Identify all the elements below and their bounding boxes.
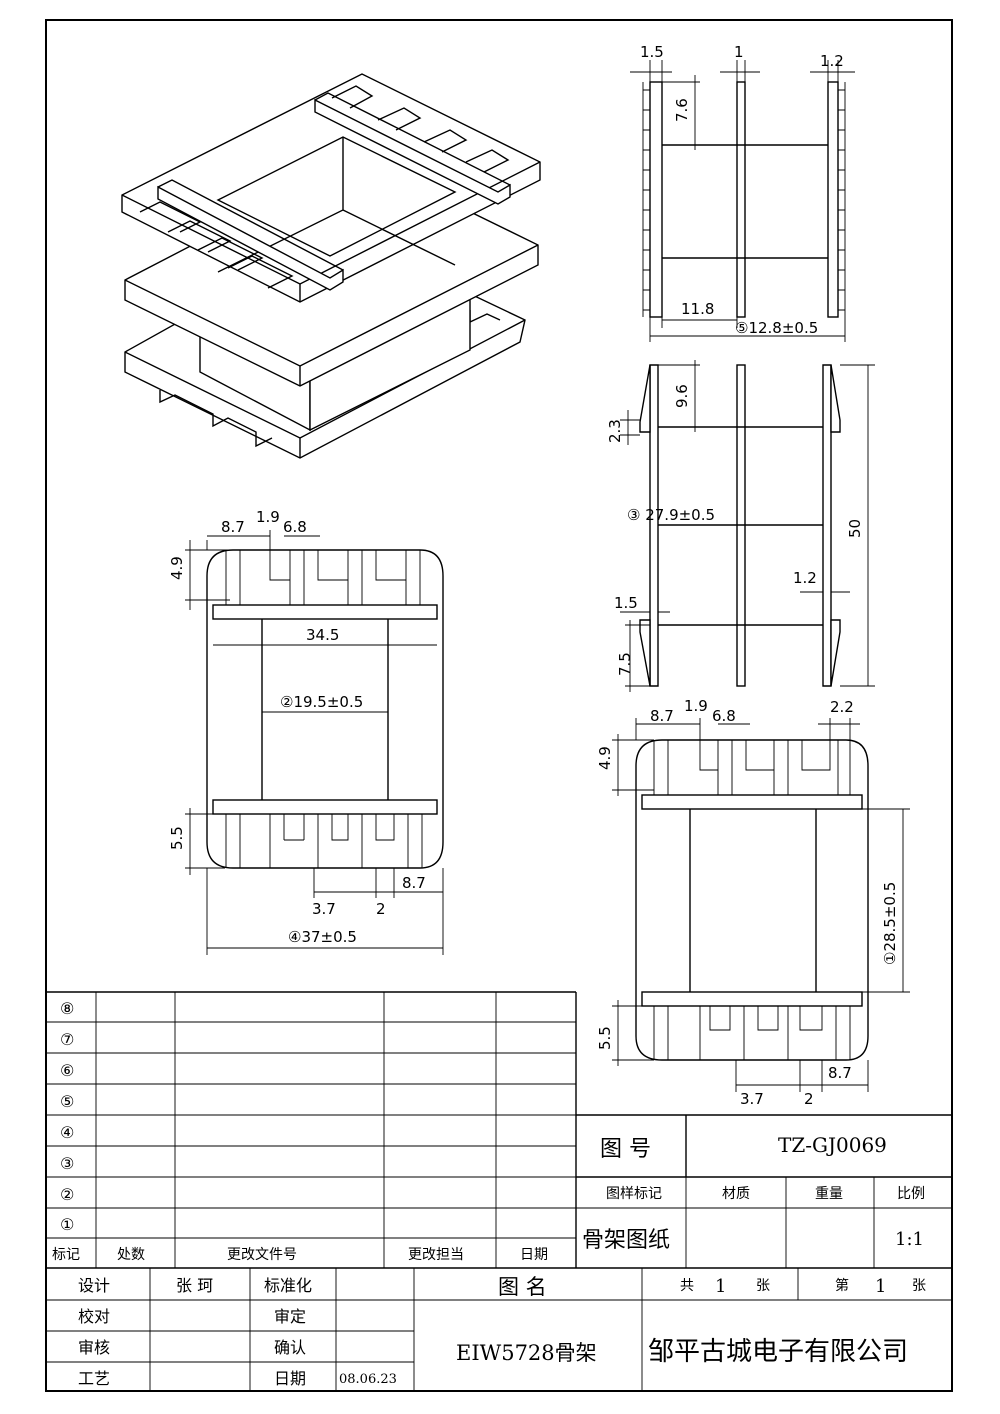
top-dim-5-5: 5.5	[168, 826, 186, 850]
total-label: 共	[680, 1278, 694, 1294]
review-label: 审核	[78, 1338, 110, 1357]
title-block: 图 号 TZ-GJ0069 图样标记 材质 重量 比例 骨架图纸 1:1 设计 …	[46, 1114, 952, 1391]
craft-label: 工艺	[78, 1369, 110, 1388]
rev-row-4: ④	[60, 1123, 74, 1142]
top-dim-37: ④37±0.5	[288, 928, 357, 946]
bottom-view: 8.7 1.9 6.8 2.2 4.9 ①28.5±0.5 5.5 8.7 3.…	[596, 697, 910, 1108]
weight-label: 重量	[815, 1186, 843, 1202]
rev-header-count: 处数	[117, 1247, 145, 1263]
approve-label: 审定	[274, 1307, 306, 1326]
rev-row-5: ⑤	[60, 1092, 74, 1111]
drawing-no-label: 图 号	[600, 1137, 651, 1162]
side-view: 1.5 1 1.2 7.6 11.8 ⑤12.8±0.5	[630, 43, 855, 342]
front-dim-1-5: 1.5	[614, 594, 638, 612]
sheet-border	[45, 19, 953, 1392]
side-dim-7-6: 7.6	[673, 98, 691, 122]
scale-label: 比例	[897, 1186, 925, 1202]
rev-row-1: ①	[60, 1215, 74, 1234]
date-value: 08.06.23	[339, 1372, 397, 1387]
rev-header-owner: 更改担当	[408, 1247, 464, 1263]
rev-row-3: ③	[60, 1154, 74, 1173]
side-dim-1: 1	[734, 43, 744, 61]
top-dim-6-8: 6.8	[283, 518, 307, 536]
top-dim-4-9: 4.9	[168, 556, 186, 580]
bottom-dim-6-8: 6.8	[712, 707, 736, 725]
scale-value: 1:1	[895, 1229, 924, 1250]
check-label: 校对	[78, 1307, 110, 1326]
top-dim-19-5: ②19.5±0.5	[280, 693, 363, 711]
bottom-dim-1-9: 1.9	[684, 697, 708, 715]
drawing-no: TZ-GJ0069	[778, 1133, 887, 1157]
isometric-view	[121, 73, 541, 459]
revision-table: ⑧ ⑦ ⑥ ⑤ ④ ③ ② ① 标记 处数 更改文件号 更改担当 日期	[46, 991, 577, 1268]
part-name: EIW5728骨架	[456, 1341, 597, 1365]
rev-header-date: 日期	[520, 1247, 548, 1263]
bottom-dim-28-5: ①28.5±0.5	[881, 882, 899, 965]
bottom-dim-2: 2	[804, 1090, 814, 1108]
rev-header-file: 更改文件号	[227, 1247, 297, 1263]
total-value: 1	[715, 1276, 726, 1297]
standard-label: 标准化	[264, 1276, 312, 1295]
page-value: 1	[875, 1276, 886, 1297]
side-dim-1-5: 1.5	[640, 43, 664, 61]
top-dim-34-5: 34.5	[306, 626, 339, 644]
front-dim-1-2: 1.2	[793, 569, 817, 587]
rev-row-6: ⑥	[60, 1061, 74, 1080]
rev-row-7: ⑦	[60, 1030, 74, 1049]
front-dim-27-9: ③ 27.9±0.5	[627, 506, 715, 524]
bottom-dim-2-2: 2.2	[830, 698, 854, 716]
side-dim-12-8: ⑤12.8±0.5	[735, 319, 818, 337]
mark-label: 图样标记	[606, 1186, 662, 1202]
rev-row-8: ⑧	[60, 999, 74, 1018]
top-dim-2: 2	[376, 900, 386, 918]
top-dim-3-7: 3.7	[312, 900, 336, 918]
sheet-unit: 张	[756, 1278, 770, 1294]
design-label: 设计	[78, 1276, 110, 1295]
material-label: 材质	[722, 1186, 750, 1202]
bottom-dim-8-7: 8.7	[650, 707, 674, 725]
top-dim-1-9: 1.9	[256, 508, 280, 526]
rev-row-2: ②	[60, 1185, 74, 1204]
side-dim-1-2: 1.2	[820, 52, 844, 70]
bottom-dim-4-9: 4.9	[596, 746, 614, 770]
confirm-label: 确认	[274, 1338, 306, 1357]
bottom-dim-5-5: 5.5	[596, 1026, 614, 1050]
designer: 张 珂	[176, 1276, 213, 1295]
page-unit: 张	[912, 1278, 926, 1294]
drawing-type: 骨架图纸	[582, 1228, 670, 1253]
top-view: 8.7 1.9 6.8 4.9 34.5 ②19.5±0.5 5.5 8.7 3…	[168, 508, 444, 955]
front-dim-50: 50	[846, 519, 864, 538]
page-label: 第	[835, 1277, 849, 1294]
rev-header-mark: 标记	[52, 1247, 80, 1263]
top-dim-8-7b: 8.7	[402, 874, 426, 892]
bottom-dim-3-7: 3.7	[740, 1090, 764, 1108]
front-dim-2-3: 2.3	[606, 419, 624, 443]
top-dim-8-7: 8.7	[221, 518, 245, 536]
name-label: 图 名	[498, 1275, 547, 1299]
company-name: 邹平古城电子有限公司	[648, 1337, 908, 1367]
front-dim-7-5: 7.5	[616, 652, 634, 676]
side-dim-11-8: 11.8	[681, 300, 714, 318]
front-dim-9-6: 9.6	[673, 384, 691, 408]
date-label: 日期	[274, 1369, 306, 1388]
front-view: 9.6 2.3 ③ 27.9±0.5 50 1.2 1.5 7.5	[606, 360, 875, 692]
bottom-dim-8-7b: 8.7	[828, 1064, 852, 1082]
